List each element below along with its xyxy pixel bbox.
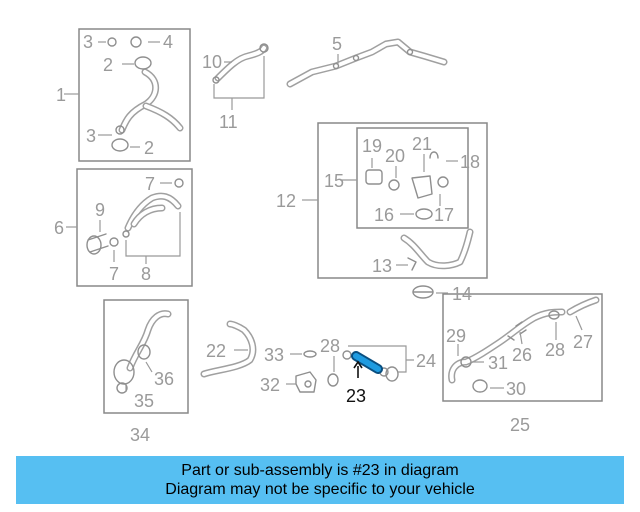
callout-30: 30: [506, 379, 526, 399]
part-pipe-10: [212, 43, 269, 84]
callout-20: 20: [385, 146, 405, 166]
group-box-15: [356, 127, 469, 229]
callout-35: 35: [134, 391, 154, 411]
callout-15: 15: [324, 171, 344, 191]
part-hose-assembly-1: [107, 36, 184, 152]
callout-8: 8: [141, 264, 151, 284]
callout-16: 16: [374, 205, 394, 225]
callout-lines-group-34: [125, 361, 153, 392]
callout-lines-group-25: [457, 315, 583, 389]
callout-lines-group-6: [66, 182, 181, 264]
callout-22: 22: [206, 341, 226, 361]
banner-line-part-info: Part or sub-assembly is #23 in diagram: [181, 462, 459, 479]
callout-32: 32: [260, 375, 280, 395]
callout-34: 34: [130, 425, 150, 445]
callout-6: 6: [54, 218, 64, 238]
callout-bracket-11: [213, 56, 265, 110]
callout-14: 14: [452, 284, 472, 304]
part-pipe-5: [286, 38, 448, 88]
part-hose-assembly-6: [86, 178, 184, 255]
callout-arrow-23: [353, 360, 363, 378]
callout-18: 18: [460, 152, 480, 172]
callout-10: 10: [202, 52, 222, 72]
callout-4: 4: [163, 32, 173, 52]
callout-lines-group-24: [333, 345, 414, 373]
callout-29: 29: [446, 326, 466, 346]
banner-line-disclaimer: Diagram may not be specific to your vehi…: [165, 481, 475, 498]
callout-24: 24: [416, 351, 436, 371]
part-hose-assembly-25: [448, 296, 600, 393]
callout-36: 36: [154, 369, 174, 389]
part-pipe-13: [400, 228, 474, 271]
info-banner: Part or sub-assembly is #23 in diagram D…: [16, 456, 624, 504]
callout-2: 2: [144, 138, 154, 158]
part-hose-23-highlighted: [351, 351, 383, 374]
part-thermostat-housing-15: [365, 151, 449, 220]
part-clip-33: [303, 350, 317, 358]
group-box-1: [78, 28, 191, 162]
callout-lines-group-15: [302, 154, 458, 215]
callout-3: 3: [83, 32, 93, 52]
callout-27: 27: [573, 332, 593, 352]
group-box-25: [442, 293, 603, 402]
callout-17: 17: [434, 205, 454, 225]
callout-19: 19: [362, 136, 382, 156]
part-clamp-14: [412, 285, 434, 299]
callout-13: 13: [372, 256, 392, 276]
callout-11: 11: [219, 112, 238, 132]
callout-7: 7: [145, 174, 155, 194]
parts-diagram: 1 3 4 2 3 2 10 11 5 6 7 9 7 8 12 15 19 2…: [54, 28, 603, 445]
callout-23-highlighted: 23: [346, 386, 366, 406]
callout-26: 26: [512, 345, 532, 365]
callout-7: 7: [109, 264, 119, 284]
callout-2: 2: [103, 55, 113, 75]
part-hose-assembly-34: [113, 310, 172, 394]
callout-31: 31: [488, 353, 508, 373]
callout-33: 33: [264, 345, 284, 365]
part-seal-28: [327, 373, 339, 387]
callout-25: 25: [510, 415, 530, 435]
group-box-6: [76, 168, 193, 287]
group-box-34: [103, 299, 189, 414]
callout-lines-group-1: [64, 41, 160, 148]
callout-28: 28: [320, 336, 340, 356]
callout-5: 5: [332, 34, 342, 54]
part-bracket-32: [295, 371, 317, 393]
callout-9: 9: [95, 200, 105, 220]
part-pipe-22: [200, 320, 257, 378]
callout-12: 12: [276, 191, 296, 211]
callout-3: 3: [86, 126, 96, 146]
callout-21: 21: [412, 134, 432, 154]
callout-28: 28: [545, 340, 565, 360]
callout-1: 1: [56, 85, 66, 105]
